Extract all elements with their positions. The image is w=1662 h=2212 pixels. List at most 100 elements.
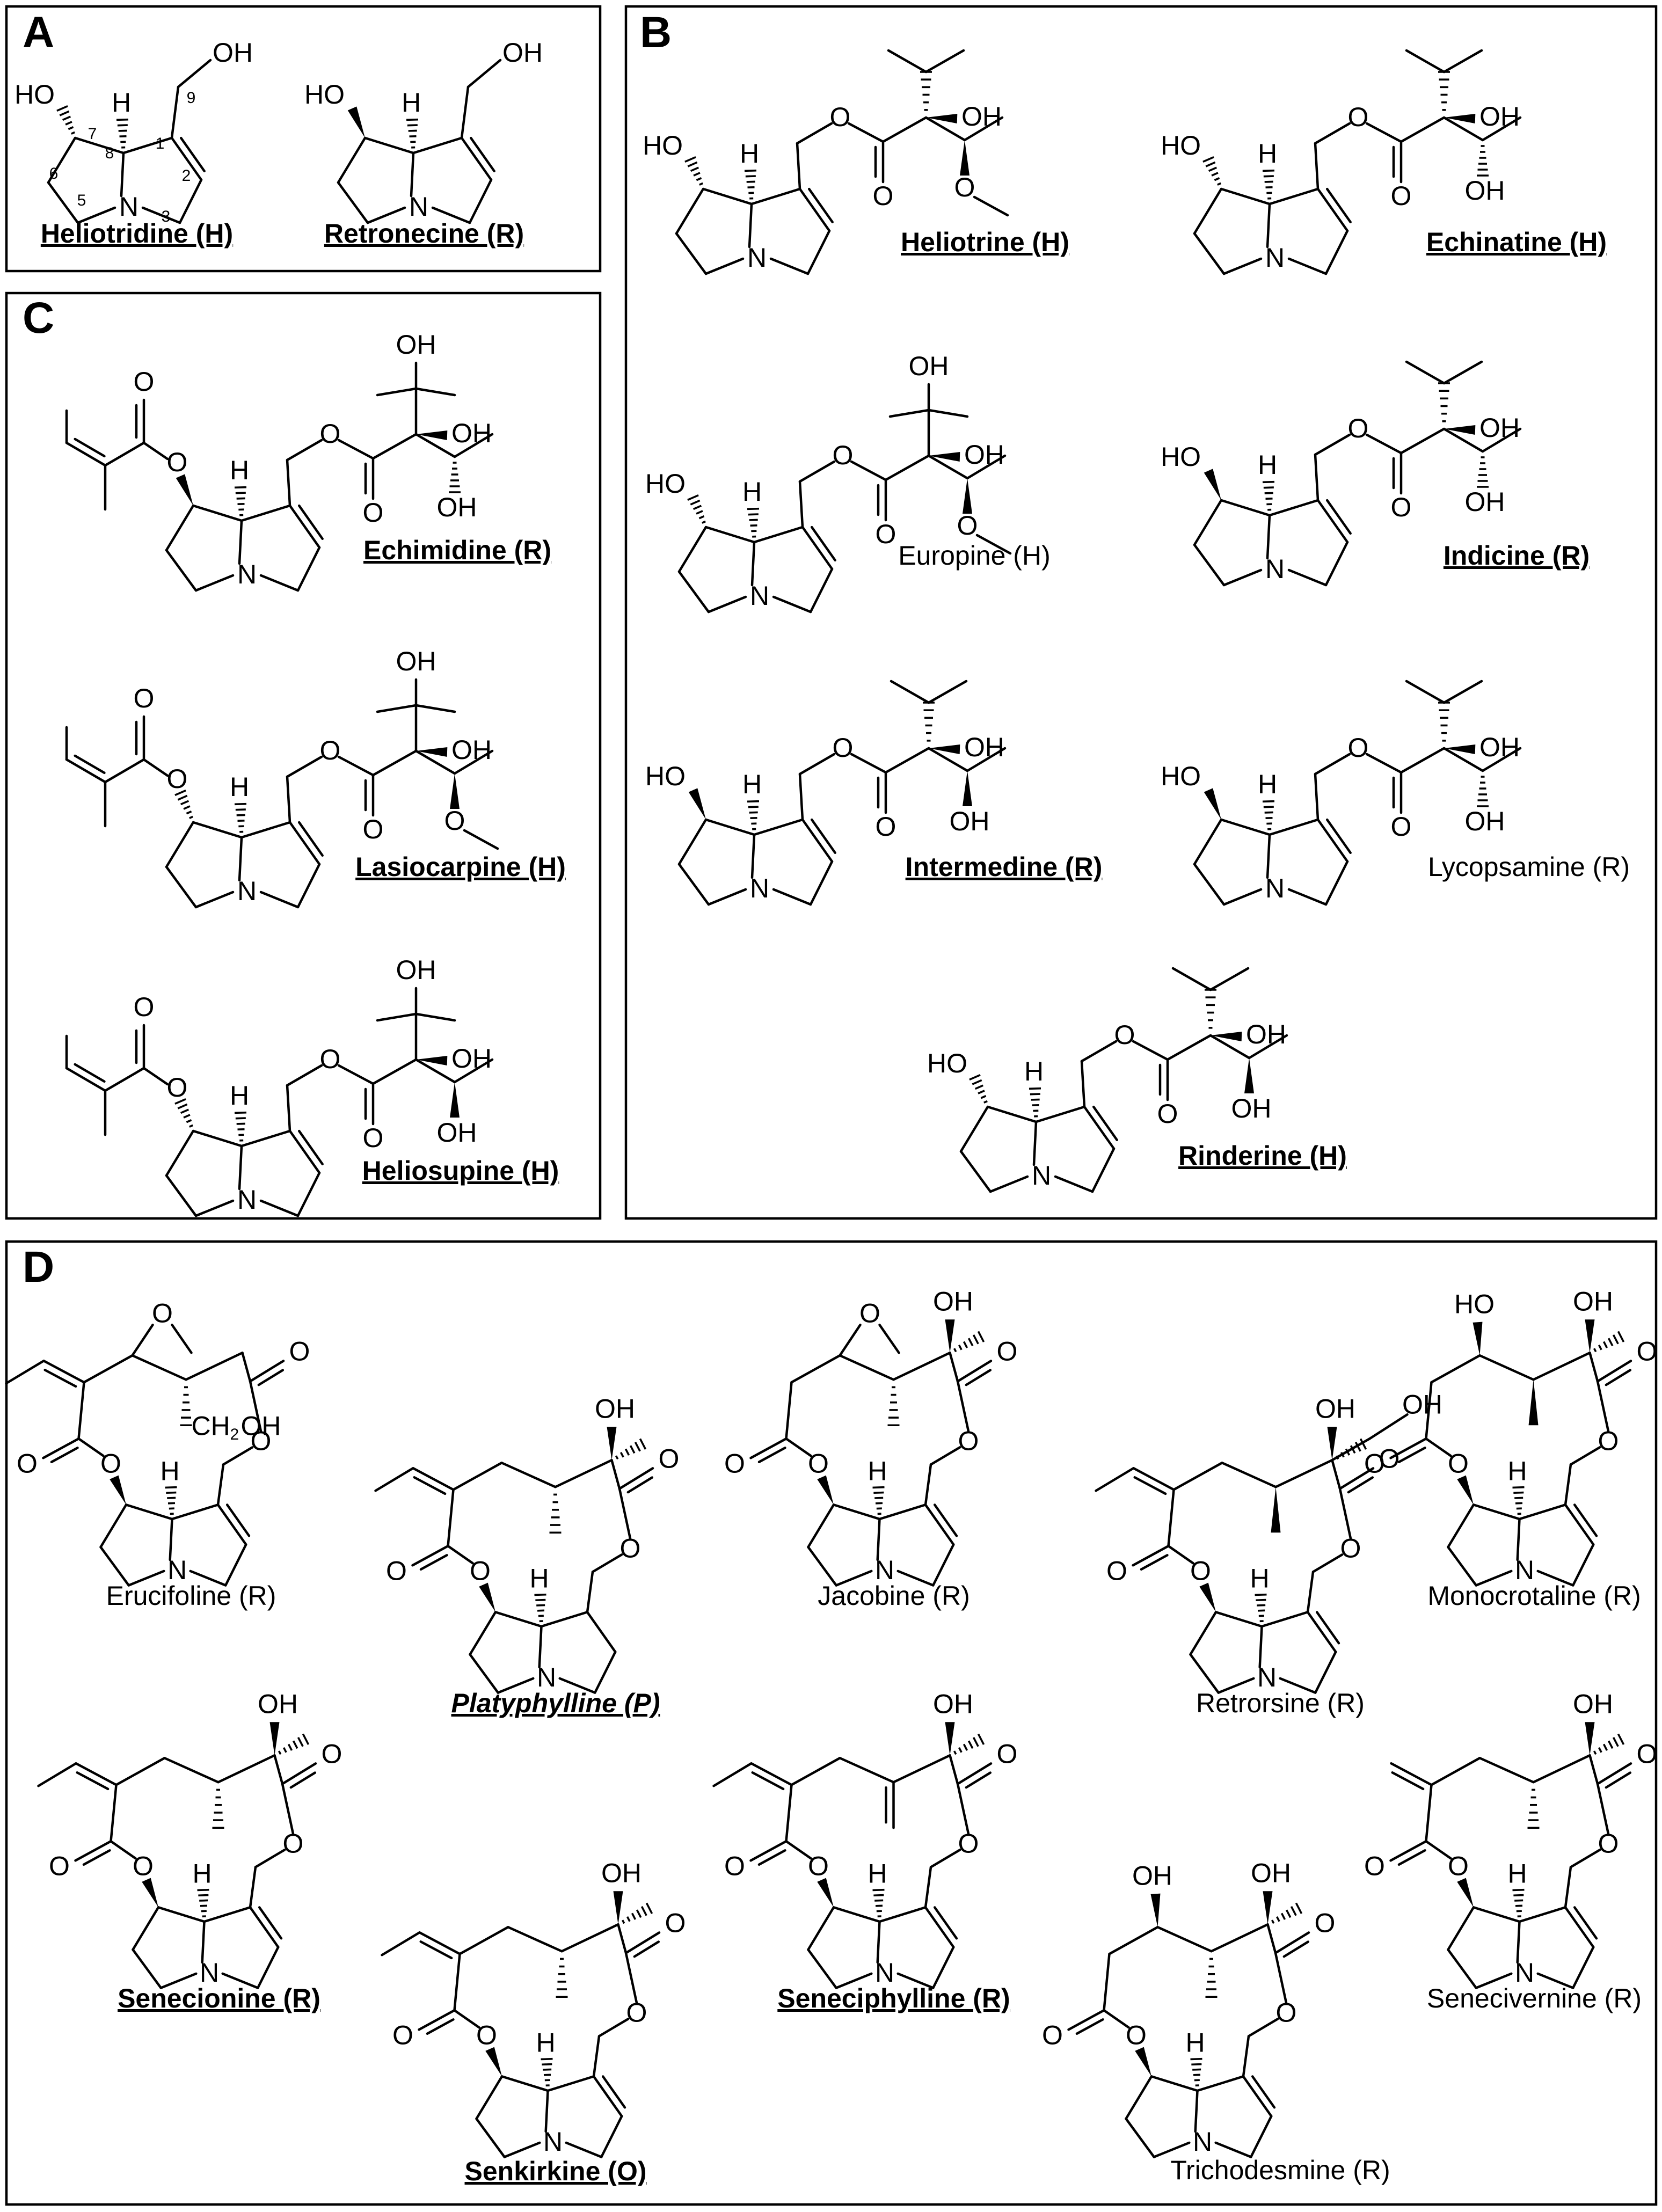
bond: [1314, 753, 1351, 776]
bond: [675, 187, 705, 235]
wedge-bond: [1327, 1427, 1337, 1461]
wedge-bond: [450, 773, 460, 809]
h8-hash: [165, 1486, 177, 1515]
bond: [1478, 1354, 1535, 1381]
atom-label: OH: [1465, 487, 1505, 517]
c7-hash: [1202, 156, 1221, 186]
atom-label: O: [954, 172, 975, 202]
bond: [1365, 122, 1403, 143]
hash-stroke: [977, 1733, 985, 1745]
hash-stroke: [1593, 1348, 1597, 1353]
bond: [839, 1757, 895, 1784]
wedge-bond: [1263, 1891, 1273, 1925]
hash-stroke: [972, 1334, 979, 1345]
atom-label: O: [392, 2020, 413, 2050]
hash-stroke: [972, 1079, 982, 1085]
hash-stroke: [958, 1747, 963, 1753]
hash-stroke: [967, 1740, 974, 1749]
h8-hash: [1512, 1888, 1525, 1918]
hash-stroke: [636, 1909, 642, 1918]
wedge-bond: [926, 114, 958, 123]
bond: [973, 195, 1009, 217]
hash-stroke: [1593, 1750, 1597, 1755]
atom-label: H: [160, 1456, 179, 1486]
hash-stroke: [624, 1448, 630, 1456]
double-bond-inner: [257, 1369, 285, 1386]
double-bond: [1564, 1906, 1595, 1948]
bond: [1150, 2075, 1199, 2092]
bond: [296, 1171, 321, 1217]
hash-stroke: [621, 1919, 625, 1924]
bond: [194, 574, 235, 592]
bond: [677, 863, 710, 906]
double-bond: [592, 2075, 623, 2118]
bond: [1266, 833, 1271, 879]
double-bond-inner: [933, 1906, 958, 1940]
double-bond-inner: [1605, 1369, 1632, 1386]
bond: [702, 187, 753, 206]
double-bond-inner: [1282, 1940, 1310, 1958]
bond: [1214, 2141, 1252, 2158]
hash-stroke: [1617, 1733, 1625, 1745]
bond: [115, 1757, 166, 1786]
double-bond-inner: [469, 136, 495, 173]
bond: [249, 1866, 257, 1909]
bond: [1532, 1352, 1591, 1381]
hash-stroke: [969, 1074, 981, 1081]
bond: [169, 1517, 173, 1561]
atom-label: 8: [105, 144, 114, 162]
atom-label: HO: [304, 79, 345, 109]
hash-stroke: [56, 105, 68, 112]
double-bond: [412, 1467, 455, 1491]
atom-label: O: [1157, 1099, 1178, 1129]
bond: [127, 1569, 165, 1587]
bond: [1287, 257, 1328, 275]
hash-stroke: [543, 2068, 552, 2071]
atom-label: N: [237, 1185, 257, 1215]
bond: [99, 1503, 128, 1549]
bond: [1324, 860, 1349, 906]
atom-label: OH: [1479, 101, 1520, 132]
atom-label: HO: [643, 130, 683, 160]
hash-stroke: [1285, 1909, 1292, 1918]
panel-letter: B: [640, 8, 672, 57]
bond: [110, 1840, 137, 1860]
atom-label: OH: [909, 351, 949, 381]
bond: [1125, 2075, 1153, 2120]
atom-label: O: [289, 1337, 310, 1367]
double-bond-inner: [1133, 1476, 1167, 1495]
double-bond-inner: [757, 1447, 786, 1464]
hash-stroke: [180, 1108, 189, 1114]
double-bond: [1067, 2009, 1105, 2031]
atom-label: HO: [645, 761, 686, 791]
bond: [1588, 1352, 1599, 1383]
compound-label: Heliotrine (H): [901, 227, 1069, 257]
atom-label: O: [320, 1044, 341, 1074]
atom-label: N: [167, 1555, 187, 1585]
atom-label: 6: [49, 165, 59, 182]
hash-bond: [1593, 1733, 1625, 1755]
bond: [1472, 1906, 1521, 1923]
bond: [753, 525, 804, 544]
bond: [453, 1058, 494, 1084]
bond: [286, 458, 291, 507]
bond: [1125, 2118, 1155, 2158]
bond: [677, 818, 708, 866]
atom-label: O: [167, 764, 188, 794]
wedge-bond: [960, 140, 969, 176]
hash-stroke: [953, 1750, 957, 1755]
bond: [104, 758, 145, 784]
bond: [544, 2089, 549, 2133]
hash-stroke: [684, 156, 696, 163]
hash-stroke: [629, 1445, 636, 1454]
double-bond-inner: [810, 525, 836, 562]
atom-label: HO: [1161, 130, 1201, 160]
atom-label: OH: [1315, 1393, 1355, 1423]
atom-label: H: [868, 1859, 887, 1889]
bond: [125, 1503, 173, 1521]
bond: [878, 1906, 927, 1923]
h8-hash: [116, 118, 129, 149]
